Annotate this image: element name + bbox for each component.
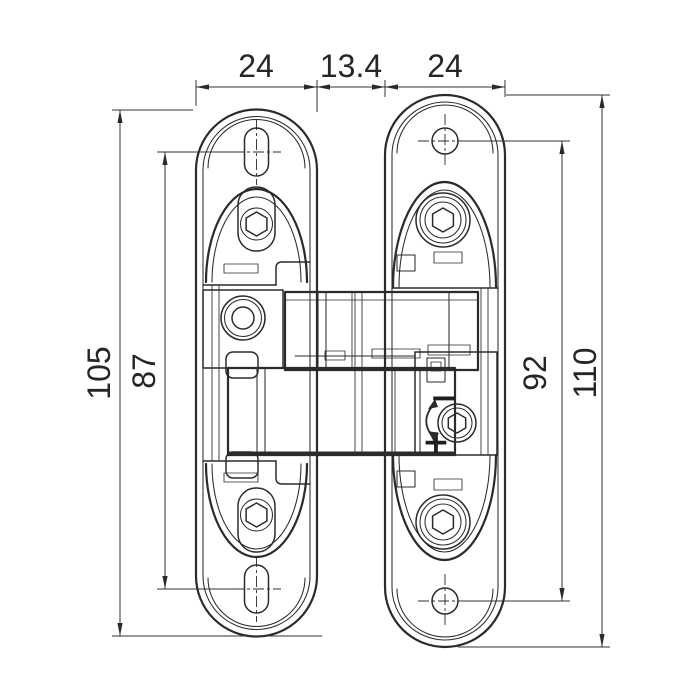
adjust-arrowhead-up xyxy=(428,399,438,409)
right-top-cup-outer-arch xyxy=(391,180,498,289)
right-bottom-bracket xyxy=(396,470,416,488)
arrowhead xyxy=(162,576,168,589)
adjust-arrowhead-down xyxy=(428,431,439,442)
hinge-center-body: − + xyxy=(202,289,498,479)
left-plate-outer-outline xyxy=(194,108,319,638)
plus-symbol: + xyxy=(422,422,450,461)
right-bottom-boss-mid xyxy=(419,498,467,546)
right-plate-inner-outline xyxy=(391,101,499,641)
left-adjust-screw-outer xyxy=(220,295,266,341)
left-bottom-notch xyxy=(223,472,259,483)
arrowhead xyxy=(599,95,605,108)
left-mounting-plate xyxy=(194,108,319,638)
left-dimensions: 105 87 xyxy=(81,109,322,637)
lower-hinge-arm xyxy=(226,366,457,457)
adjuster-bracket-inner xyxy=(430,361,442,372)
arrowhead xyxy=(492,84,505,90)
arrowhead xyxy=(117,623,123,636)
right-plate-outer-outline xyxy=(383,93,507,649)
arrowhead xyxy=(559,141,565,154)
arrowhead xyxy=(559,588,565,601)
minus-symbol: − xyxy=(430,378,459,418)
right-top-boss-outer xyxy=(415,192,471,248)
junction-tab-2 xyxy=(371,348,421,359)
dimension-annotations: 24 13.4 24 105 87 xyxy=(81,48,610,648)
left-top-hex-socket-icon xyxy=(245,211,268,237)
dim-label-right-plate-height: 110 xyxy=(567,347,603,398)
junction-tab-1 xyxy=(324,350,346,361)
top-dimensions: 24 13.4 24 xyxy=(195,48,506,112)
left-top-notch xyxy=(223,263,259,274)
upper-hinge-arm xyxy=(283,290,480,372)
arrowhead xyxy=(385,84,398,90)
left-bottom-screw-head xyxy=(239,498,274,532)
right-bottom-hex-socket-icon xyxy=(431,509,455,535)
left-plate-bottom-cap-arc xyxy=(207,577,306,627)
left-adjust-screw-mid xyxy=(223,298,263,338)
right-top-notch xyxy=(433,251,463,264)
right-bottom-cup-outer-arch xyxy=(391,453,498,562)
left-plate-inner-outline xyxy=(202,115,311,631)
junction-tab-3 xyxy=(427,344,471,356)
dim-label-right-hole-spacing: 92 xyxy=(517,355,553,391)
left-top-screw-head xyxy=(239,207,274,241)
right-top-hex-socket-icon xyxy=(431,207,455,233)
left-bottom-screw-pocket xyxy=(237,487,276,553)
right-top-bracket xyxy=(396,254,416,272)
right-bottom-cup-inner-arch xyxy=(398,454,491,553)
adjuster-bracket xyxy=(426,357,446,383)
arrowhead xyxy=(372,84,385,90)
adjust-screw-outer xyxy=(437,403,477,443)
arrowhead xyxy=(599,634,605,647)
arrowhead xyxy=(304,84,317,90)
right-dimensions: 92 110 xyxy=(458,94,610,648)
left-top-step xyxy=(275,261,311,286)
arrowhead xyxy=(317,84,330,90)
left-adjust-screw-hole xyxy=(231,306,255,330)
right-top-boss-inner xyxy=(424,201,462,239)
right-bottom-boss-outer xyxy=(415,494,471,550)
right-bottom-boss-inner xyxy=(424,503,462,541)
right-top-cup-inner-arch xyxy=(398,189,491,288)
left-top-screw-pocket xyxy=(237,186,276,252)
adjust-screw-hex-icon xyxy=(447,412,467,434)
right-bottom-notch xyxy=(433,478,463,491)
dim-label-gap-width: 13.4 xyxy=(320,48,382,84)
latch-tab-lower xyxy=(225,451,259,479)
right-plate-bottom-cap-arc xyxy=(396,588,494,638)
left-bottom-step xyxy=(275,460,311,485)
dim-label-left-hole-spacing: 87 xyxy=(126,353,162,389)
arrowhead xyxy=(162,152,168,165)
dim-label-left-plate-height: 105 xyxy=(81,346,117,399)
right-top-boss-mid xyxy=(419,196,467,244)
dim-label-left-plate-width: 24 xyxy=(238,48,274,84)
left-bottom-hex-socket-icon xyxy=(245,502,268,528)
right-mounting-plate xyxy=(383,93,507,649)
right-adjuster-block xyxy=(414,351,498,456)
left-top-cup-outer-arch xyxy=(204,187,309,284)
dim-label-right-plate-width: 24 xyxy=(427,48,463,84)
left-bottom-cup-outer-arch xyxy=(204,462,309,559)
arrowhead xyxy=(117,110,123,123)
left-top-cup-inner-arch xyxy=(211,196,302,283)
adjust-screw-inner xyxy=(441,407,473,439)
left-bottom-cup-inner-arch xyxy=(211,463,302,550)
arrowhead xyxy=(196,84,209,90)
right-plate-top-cap-arc xyxy=(396,104,494,154)
latch-tab-upper xyxy=(225,351,259,379)
